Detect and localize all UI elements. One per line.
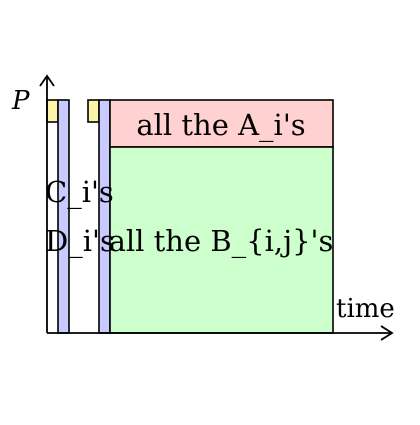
x-axis-label: time: [336, 294, 395, 324]
d-strip-1: [57, 99, 70, 334]
a-region-label: all the A_i's: [136, 108, 305, 143]
d-strip-2: [98, 99, 111, 334]
d-label: D_i's: [45, 224, 115, 259]
c-block-1: [46, 99, 59, 123]
b-region-label: all the B_{i,j}'s: [109, 224, 334, 259]
y-axis-arrow: [39, 74, 55, 87]
a-region: [109, 99, 334, 148]
x-axis-arrow: [380, 325, 394, 341]
c-label: C_i's: [45, 175, 114, 210]
b-region: [109, 146, 334, 334]
y-axis-label: P: [11, 86, 30, 116]
c-block-2: [87, 99, 100, 123]
